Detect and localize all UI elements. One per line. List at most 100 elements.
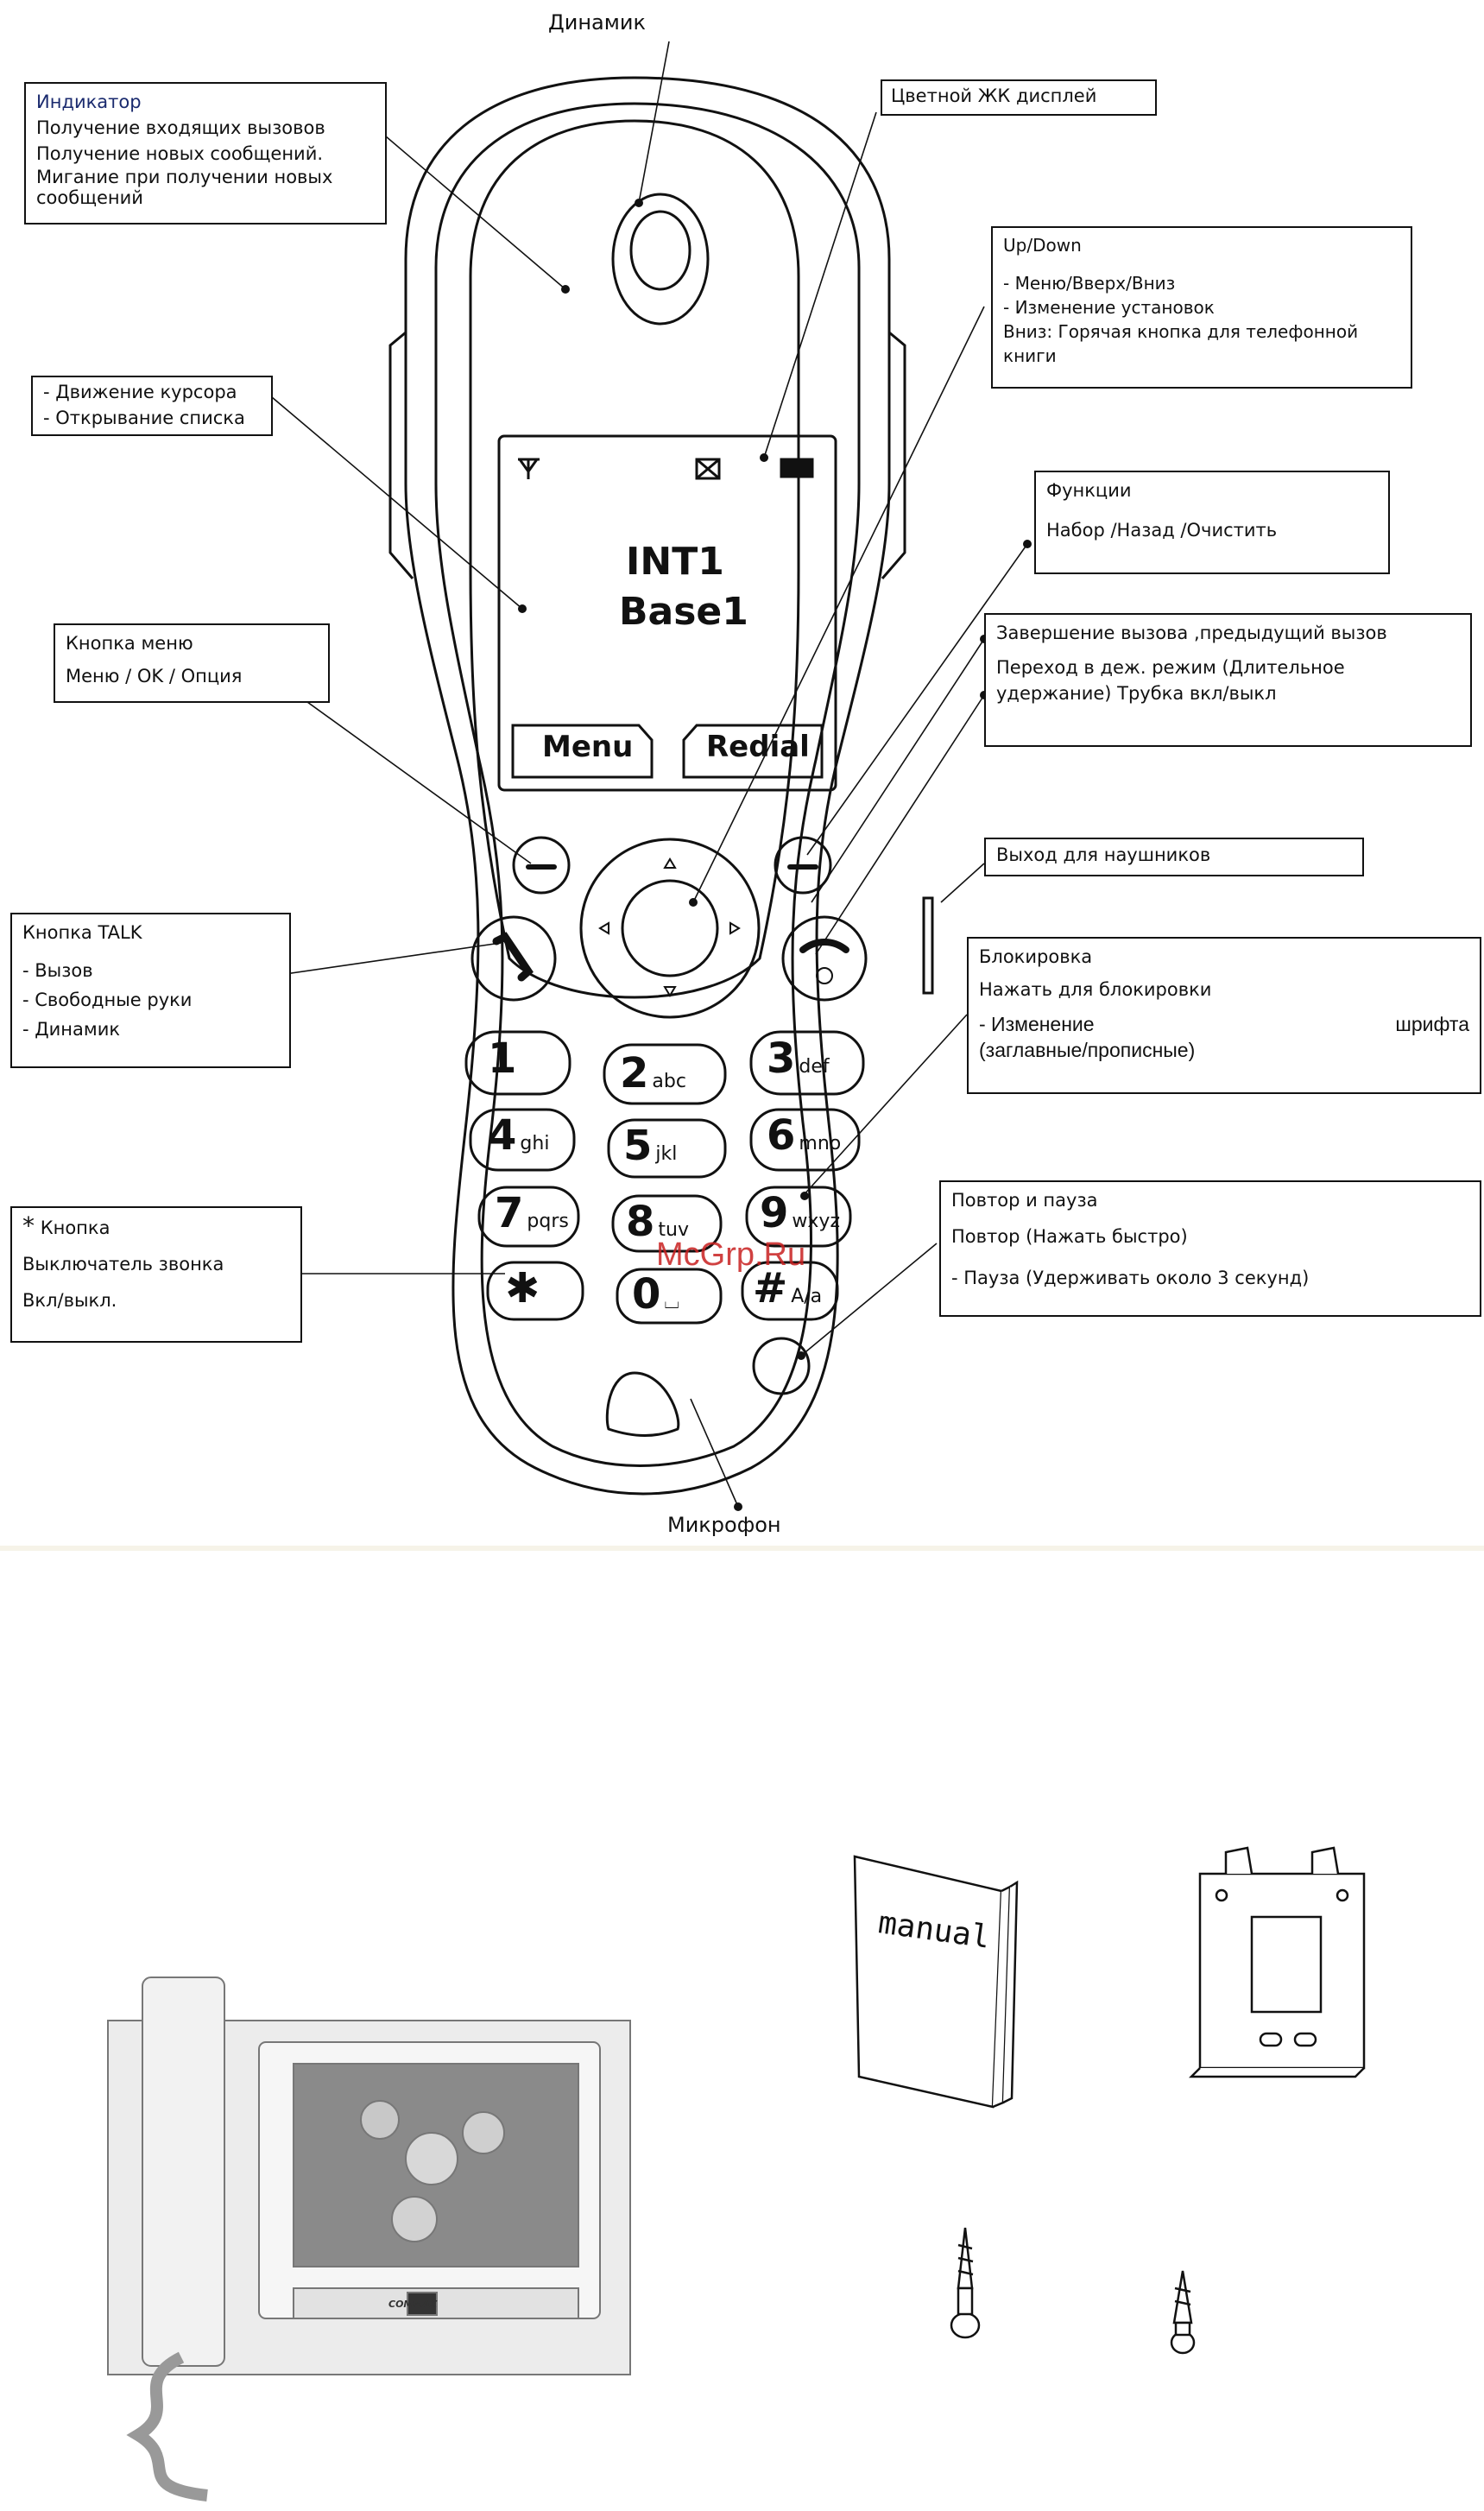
phone-inner-outline <box>434 102 861 1467</box>
callout-line: - Открывание списка <box>43 408 245 428</box>
keypad-digit: 7 <box>495 1189 524 1237</box>
callout-line: книги <box>1003 345 1057 366</box>
right-softkey <box>774 836 832 895</box>
callout-line: - Меню/Вверх/Вниз <box>1003 273 1176 294</box>
callout-line: Выключатель звонка <box>22 1254 224 1274</box>
keypad-key-11[interactable]: #A/a <box>753 1264 822 1312</box>
callout-talk-title: Кнопка TALK <box>22 922 142 943</box>
keypad-digit: 9 <box>760 1189 789 1237</box>
asterisk-icon: * <box>22 1211 35 1240</box>
keypad-digit: 5 <box>623 1122 653 1170</box>
keypad-shapes <box>464 1030 865 1325</box>
callout-indicator-title: Индикатор <box>36 92 142 112</box>
callout-line: Мигание при получении новых <box>36 167 333 187</box>
callout-repeat-title: Повтор и пауза <box>951 1190 1098 1211</box>
right-side-grip <box>881 331 906 579</box>
callout-repeat: Повтор и пауза Повтор (Нажать быстро) - … <box>939 1180 1481 1317</box>
callout-line: Вниз: Горячая кнопка для телефонной <box>1003 321 1359 342</box>
keypad-letters: abc <box>652 1071 686 1092</box>
end-handset-icon <box>799 939 849 953</box>
callout-line: - Пауза (Удерживать около 3 секунд) <box>951 1268 1310 1288</box>
leader-lines <box>243 41 1028 1508</box>
nav-arrows <box>598 857 741 997</box>
callout-functions: Функции Набор /Назад /Очистить <box>1034 471 1390 574</box>
callout-display-text: Цветной ЖК дисплей <box>891 85 1097 106</box>
microphone-label: Микрофон <box>667 1513 781 1537</box>
keypad-digit: 6 <box>767 1111 796 1160</box>
left-softkey <box>512 836 571 895</box>
callout-headset-text: Выход для наушников <box>996 844 1211 865</box>
callout-star: * Кнопка Выключатель звонка Вкл/выкл. <box>10 1206 302 1343</box>
callout-menu-title: Кнопка меню <box>66 633 193 654</box>
softkey-tab-right <box>682 724 824 779</box>
keypad-digit: 8 <box>626 1198 655 1246</box>
callout-end-call: Завершение вызова ,предыдущий вызов Пере… <box>984 613 1472 747</box>
lcd-line-2: Base1 <box>619 590 748 634</box>
callout-line: Нажать для блокировки <box>979 979 1212 1000</box>
talk-handset-icon <box>492 932 534 982</box>
screw-short-illustration <box>1170 2270 1196 2355</box>
keypad-digit: 4 <box>488 1111 517 1160</box>
keypad-key-9[interactable]: ✱ <box>505 1264 543 1312</box>
left-side-grip <box>388 331 414 579</box>
section-divider <box>0 1546 1484 1551</box>
phone-outer-outline <box>404 76 891 1496</box>
nav-down-arrow <box>663 986 677 997</box>
lcd-line-1: INT1 <box>626 540 724 584</box>
microphone-hole <box>605 1371 680 1437</box>
callout-line: Переход в деж. режим (Длительное <box>996 657 1345 678</box>
callout-lock: Блокировка Нажать для блокировки - Измен… <box>967 937 1481 1094</box>
manual-booklet-illustration <box>853 1855 1019 2109</box>
nav-up-arrow <box>663 857 677 869</box>
screw-long-illustration <box>950 2227 981 2339</box>
nav-ring-center <box>621 879 719 977</box>
wall-bracket-illustration <box>1188 1846 1366 2078</box>
keypad-key-0[interactable]: 1 <box>488 1034 520 1083</box>
callout-cursor: - Движение курсора - Открывание списка <box>31 376 273 436</box>
keypad-letters: ghi <box>520 1133 550 1154</box>
callout-line: Получение новых сообщений. <box>36 143 324 164</box>
keypad-letters: mno <box>799 1133 842 1154</box>
keypad-letters: def <box>799 1056 830 1078</box>
keypad-letters: ⌴ <box>664 1292 680 1313</box>
nav-right-arrow <box>729 921 741 935</box>
r-key <box>752 1337 811 1395</box>
keypad-digit: 0 <box>632 1270 661 1319</box>
keypad-letters: A/a <box>791 1286 823 1307</box>
phone-face-plate <box>469 119 800 999</box>
softkey-tab-left <box>511 724 654 779</box>
earpiece-outer <box>611 193 710 326</box>
callout-menu-key: Кнопка меню Меню / OK / Опция <box>54 623 330 703</box>
keypad-digit: # <box>753 1264 788 1312</box>
callout-star-title: Кнопка <box>40 1218 111 1238</box>
end-key <box>781 915 868 1002</box>
callout-line: - Движение курсора <box>43 382 237 402</box>
keypad-key-10[interactable]: 0⌴ <box>632 1270 679 1319</box>
keypad-digit: 1 <box>488 1034 517 1083</box>
callout-line: Получение входящих вызовов <box>36 117 325 138</box>
callout-end-title: Завершение вызова ,предыдущий вызов <box>996 623 1387 643</box>
callout-line: Набор /Назад /Очистить <box>1046 520 1278 541</box>
keypad-digit: ✱ <box>505 1264 540 1312</box>
callout-line: Вкл/выкл. <box>22 1290 117 1311</box>
softkey-menu-label: Menu <box>542 730 634 764</box>
nav-left-arrow <box>598 921 609 935</box>
monitor-brand: COMMAX <box>388 2299 438 2310</box>
headset-jack <box>922 896 934 995</box>
lcd-status-icons <box>518 458 814 480</box>
callout-display: Цветной ЖК дисплей <box>881 79 1157 116</box>
watermark: McGrp.Ru <box>656 1237 806 1273</box>
callout-line: - Вызов <box>22 960 93 981</box>
callout-updown-title: Up/Down <box>1003 235 1082 256</box>
keypad-letters: pqrs <box>527 1211 569 1232</box>
